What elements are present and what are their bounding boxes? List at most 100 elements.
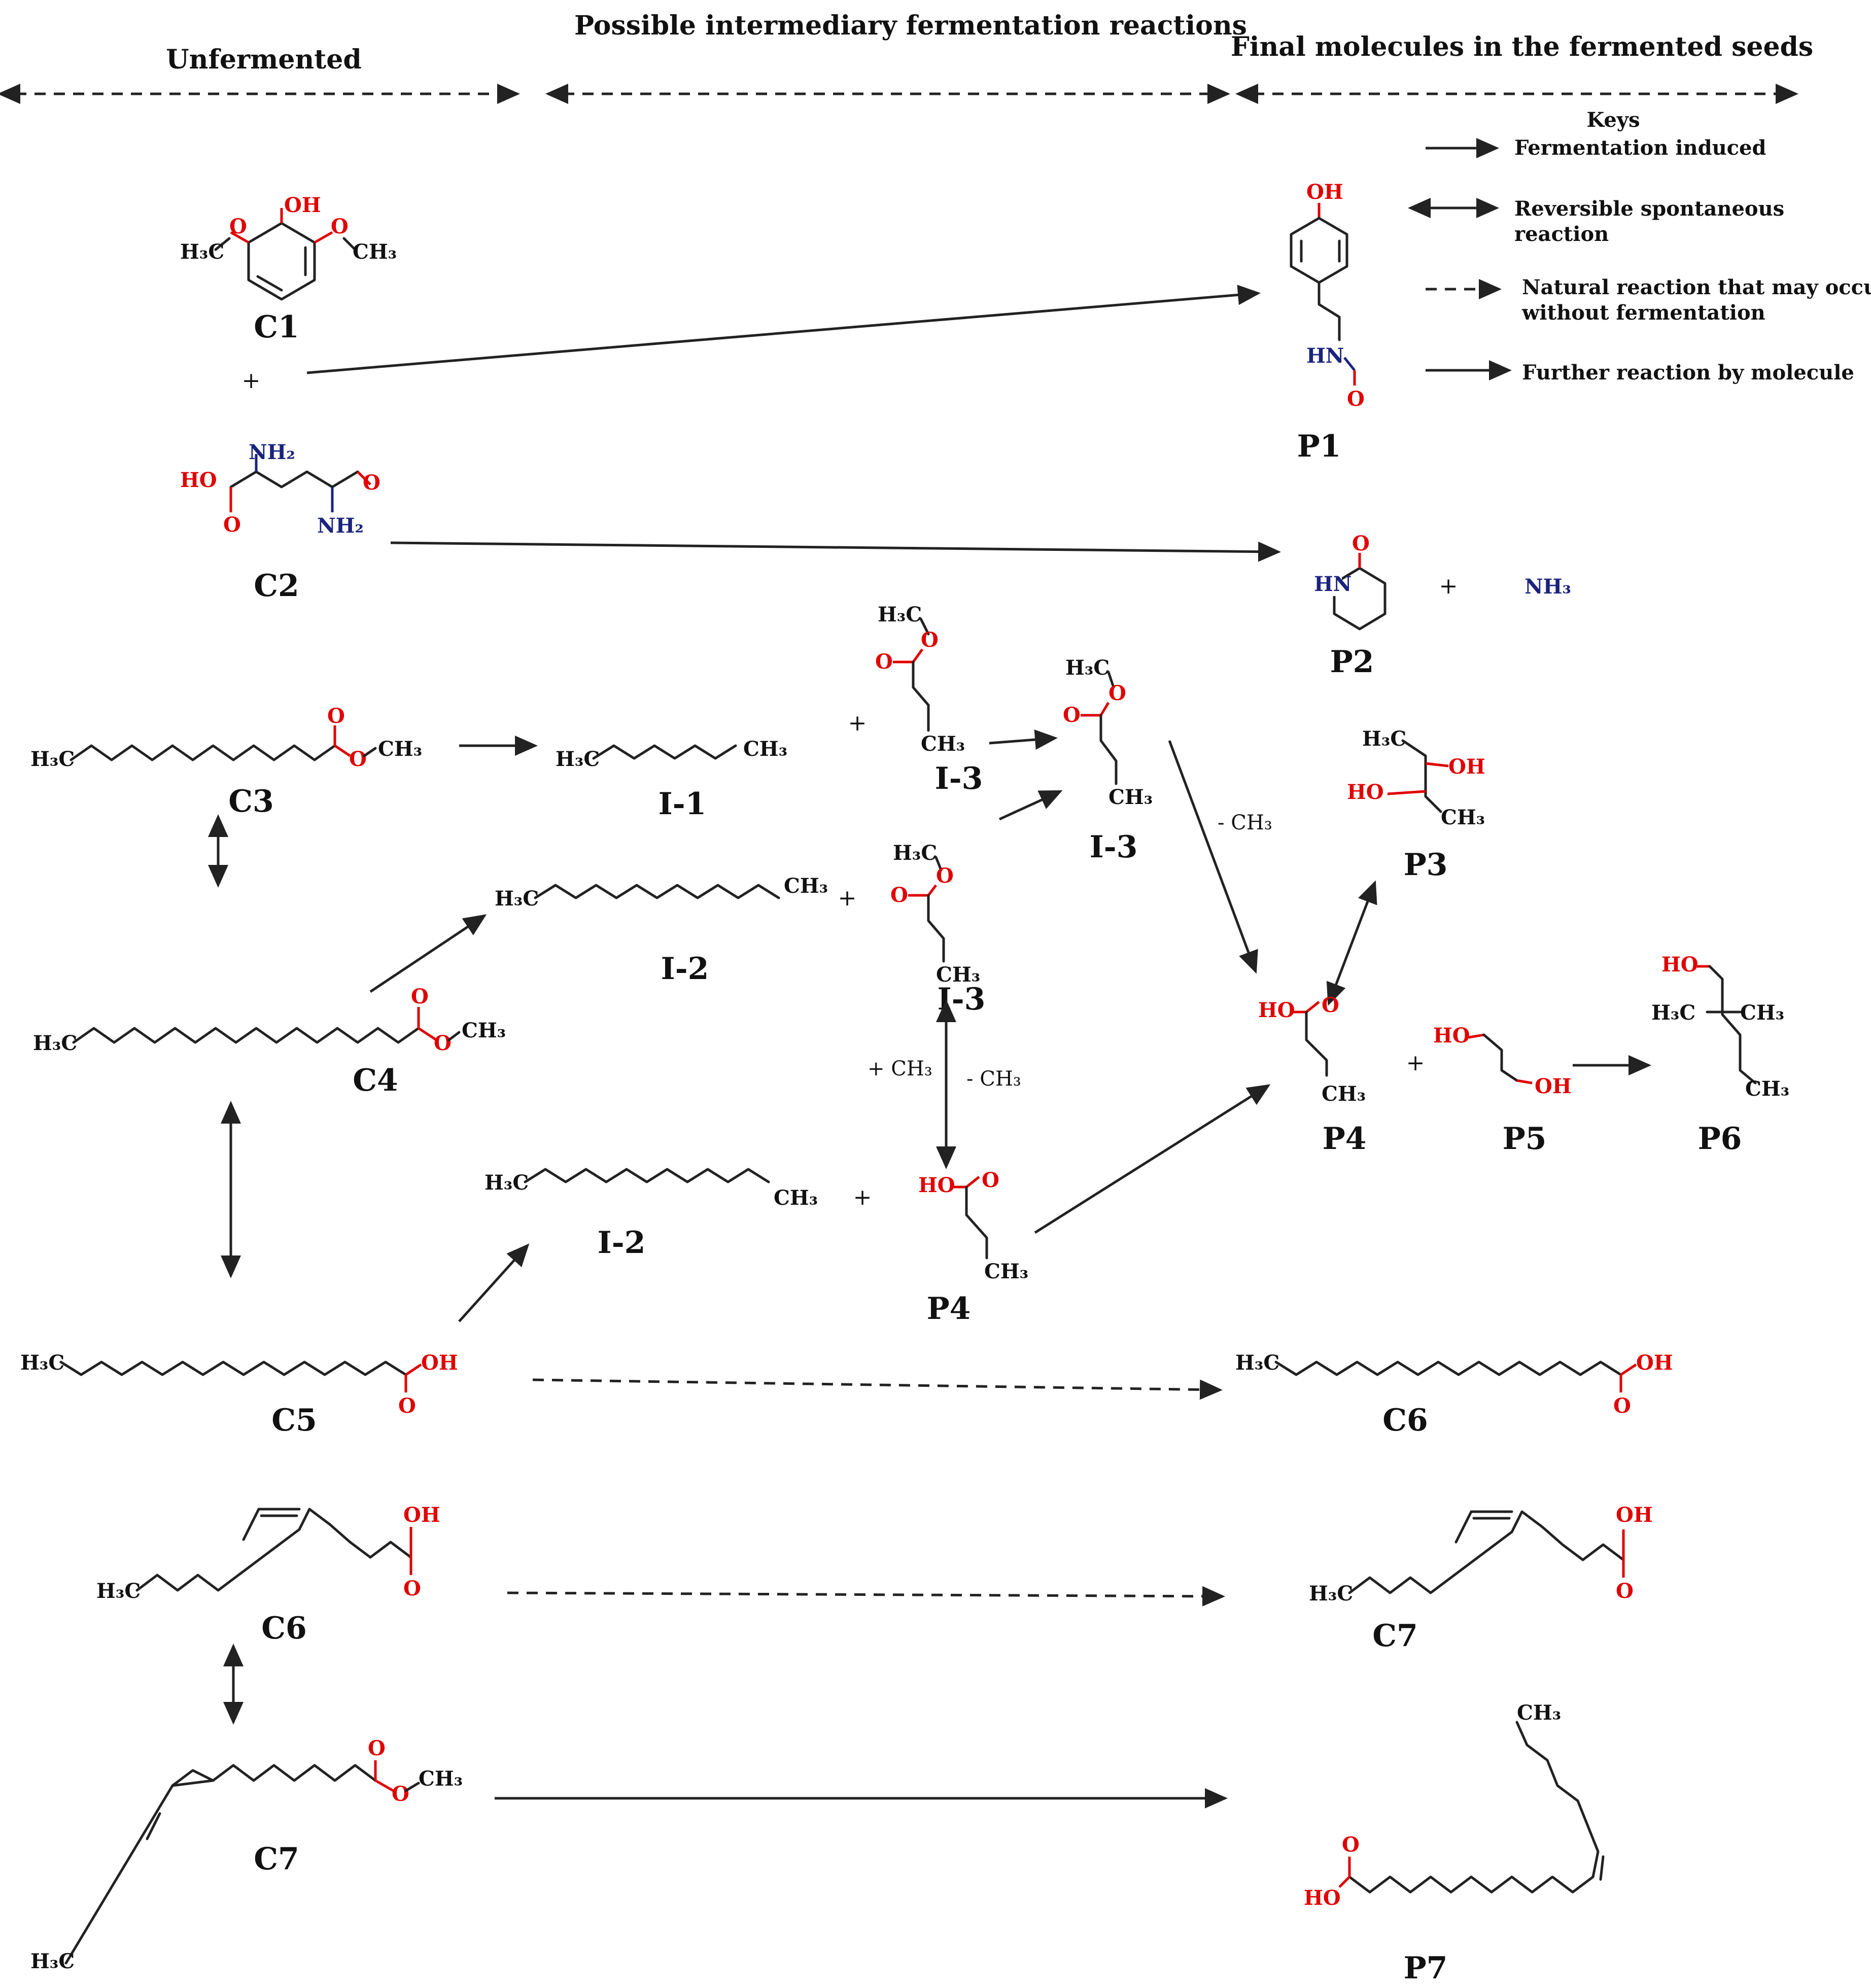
molecule-i3-b: H₃C O O CH₃: [890, 841, 980, 987]
svg-text:CH₃: CH₃: [984, 1260, 1028, 1283]
svg-text:CH₃: CH₃: [743, 737, 787, 761]
label-c7-right: C7: [1372, 1618, 1418, 1654]
svg-text:OH: OH: [403, 1503, 440, 1527]
note-minus-ch3-right: - CH₃: [1218, 811, 1272, 834]
label-c2: C2: [254, 568, 299, 604]
svg-text:H₃C: H₃C: [33, 1031, 77, 1055]
svg-text:CH₃: CH₃: [378, 737, 422, 761]
svg-text:O: O: [1613, 1394, 1631, 1418]
plus-i2-p4: +: [853, 1184, 872, 1210]
svg-text:CH₃: CH₃: [774, 1186, 818, 1210]
svg-text:NH₂: NH₂: [249, 440, 295, 464]
label-p5: P5: [1503, 1121, 1547, 1157]
svg-text:O: O: [1063, 703, 1081, 727]
svg-text:HN: HN: [1314, 572, 1352, 596]
svg-text:OH: OH: [1636, 1351, 1673, 1375]
svg-text:H₃C: H₃C: [556, 747, 600, 771]
molecule-p3: H₃C OH HO CH₃: [1347, 727, 1485, 829]
molecule-c6-left: H₃C O OH: [96, 1503, 440, 1603]
molecule-c7-right: H₃C O OH: [1309, 1503, 1653, 1606]
molecule-c3: H₃C O O CH₃: [30, 704, 422, 771]
arrow-c6-c7: [507, 1586, 1225, 1607]
molecule-p6: HO H₃C CH₃ CH₃: [1651, 953, 1789, 1101]
legend-natural-line1: Natural reaction that may occur: [1522, 275, 1871, 299]
plus-p4-p5: +: [1406, 1050, 1425, 1076]
svg-text:H₃C: H₃C: [1651, 1001, 1695, 1025]
svg-text:O: O: [434, 1031, 452, 1055]
svg-text:OH: OH: [1535, 1074, 1572, 1098]
legend-further-reaction: Further reaction by molecule: [1522, 361, 1854, 385]
svg-text:CH₃: CH₃: [1745, 1077, 1789, 1101]
molecule-i2-bottom: H₃C CH₃: [484, 1168, 818, 1210]
svg-text:CH₃: CH₃: [936, 963, 980, 987]
svg-text:H₃C: H₃C: [1065, 656, 1110, 680]
arrow-i3b-i3c: [998, 790, 1063, 821]
svg-text:HO: HO: [1258, 998, 1295, 1022]
svg-text:OH: OH: [1448, 755, 1485, 779]
label-c6-left: C6: [261, 1611, 307, 1646]
legend-fermentation-induced: Fermentation induced: [1514, 136, 1766, 160]
header-final: Final molecules in the fermented seeds: [1231, 31, 1813, 62]
svg-text:CH₃: CH₃: [1108, 785, 1153, 809]
svg-text:O: O: [982, 1168, 999, 1192]
arrow-c4-i2: [369, 914, 487, 993]
legend-reversible-line1: Reversible spontaneous: [1514, 197, 1784, 221]
molecule-p1: OH HN O: [1290, 180, 1365, 411]
svg-text:O: O: [1108, 681, 1126, 705]
svg-text:H₃C: H₃C: [96, 1579, 141, 1603]
legend: Keys Fermentation induced Reversible spo…: [1408, 108, 1871, 385]
svg-text:H₃C: H₃C: [1362, 727, 1406, 751]
label-i2-top: I-2: [661, 951, 709, 987]
molecule-i1: H₃C CH₃: [556, 737, 787, 771]
molecule-p4-main: HO O CH₃: [1258, 993, 1366, 1106]
note-minus-ch3-mid: - CH₃: [966, 1067, 1021, 1091]
svg-text:HO: HO: [1433, 1024, 1470, 1048]
arrow-i3a-i3c: [989, 729, 1058, 750]
molecule-p2: O HN: [1306, 532, 1387, 631]
svg-text:HO: HO: [1304, 1886, 1341, 1910]
svg-text:H₃C: H₃C: [1235, 1351, 1279, 1375]
header-unfermented: Unfermented: [166, 44, 361, 75]
arrow-p4mid-p4: [1034, 1084, 1271, 1234]
molecule-i2-top: H₃C CH₃: [495, 874, 828, 911]
svg-text:O: O: [890, 883, 908, 907]
svg-text:CH₃: CH₃: [1517, 1701, 1561, 1725]
legend-natural-line2: without fermentation: [1521, 301, 1765, 325]
molecule-p4-mid: HO O CH₃: [918, 1168, 1028, 1283]
label-c4: C4: [353, 1063, 398, 1098]
label-p6: P6: [1698, 1121, 1742, 1157]
svg-text:O: O: [875, 650, 893, 674]
molecule-i3-a: H₃C O O CH₃: [875, 603, 965, 756]
svg-text:O: O: [368, 1736, 386, 1760]
svg-text:O: O: [1342, 1833, 1360, 1857]
molecule-c1: OH O H₃C O CH₃: [180, 193, 397, 301]
svg-text:O: O: [1616, 1579, 1634, 1603]
label-i2-bottom: I-2: [598, 1225, 646, 1261]
svg-text:HO: HO: [1347, 780, 1384, 804]
svg-text:O: O: [223, 513, 241, 537]
svg-text:O: O: [1347, 387, 1365, 411]
molecule-p7: CH₃ O HO: [1304, 1701, 1605, 1910]
svg-text:CH₃: CH₃: [1740, 1001, 1784, 1025]
label-i3-b: I-3: [938, 982, 986, 1017]
c7-left-terminal-h3c: H₃C: [30, 1949, 75, 1973]
label-i3-c: I-3: [1090, 829, 1138, 865]
label-c5: C5: [271, 1403, 317, 1438]
molecule-c2: NH₂ HO O O NH₂: [180, 440, 380, 538]
plus-i1-i3: +: [848, 710, 867, 736]
svg-text:HN: HN: [1306, 344, 1344, 368]
label-c1: C1: [254, 309, 299, 345]
label-i1: I-1: [659, 786, 707, 822]
molecule-c4: H₃C O O CH₃: [33, 985, 506, 1055]
label-p4-mid: P4: [927, 1291, 971, 1327]
svg-text:O: O: [921, 628, 939, 652]
svg-text:O: O: [327, 704, 345, 728]
svg-text:HO: HO: [918, 1173, 955, 1197]
molecule-p5: HO OH: [1433, 1024, 1572, 1098]
label-c7-left: C7: [254, 1841, 299, 1877]
svg-text:H₃C: H₃C: [180, 240, 224, 264]
svg-text:CH₃: CH₃: [353, 240, 397, 264]
svg-text:CH₃: CH₃: [784, 874, 828, 898]
legend-reversible-line2: reaction: [1514, 222, 1609, 246]
